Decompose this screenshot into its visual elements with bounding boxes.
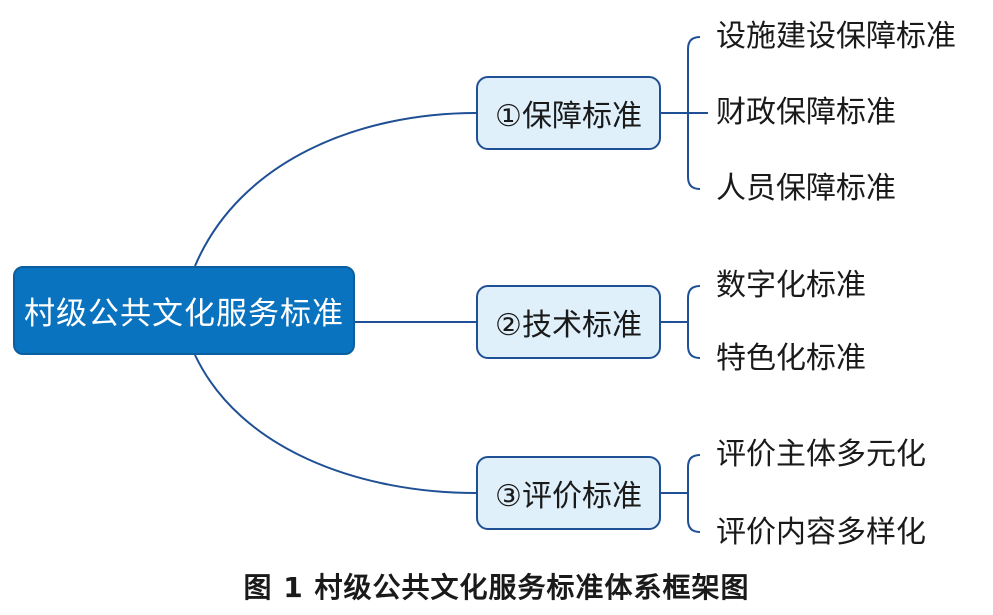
leaf-node: 设施建设保障标准 [716,19,956,54]
branch-node-3-label: ③评价标准 [495,479,642,514]
branch-node-2: ②技术标准 [476,285,661,359]
root-node-label: 村级公共文化服务标准 [24,296,344,332]
branch-node-2-label: ②技术标准 [495,308,642,343]
root-node: 村级公共文化服务标准 [13,266,355,355]
branch-node-3: ③评价标准 [476,456,661,530]
leaf-node: 财政保障标准 [716,95,896,130]
figure-caption: 图 1 村级公共文化服务标准体系框架图 [243,571,750,604]
leaf-node: 评价主体多元化 [716,437,926,472]
branch-node-1-label: ①保障标准 [495,99,642,134]
leaf-node: 特色化标准 [716,341,866,376]
leaf-node: 数字化标准 [716,268,866,303]
bracket-branch-3 [661,454,701,533]
bracket-branch-1 [661,36,708,190]
connector-root-branch-3 [194,354,477,494]
connector-root-branch-1 [194,112,477,267]
bracket-branch-2 [661,285,701,359]
branch-node-1: ①保障标准 [476,76,661,150]
leaf-node: 评价内容多样化 [716,515,926,550]
leaf-node: 人员保障标准 [716,171,896,206]
